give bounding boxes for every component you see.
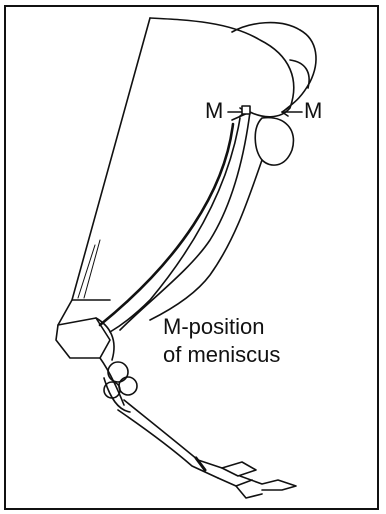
meniscus-label-left: M	[205, 100, 223, 122]
figure-caption: M-position of meniscus	[163, 313, 280, 369]
tibia-outline	[58, 18, 250, 332]
femur-drawing	[150, 18, 316, 117]
metatarsus-drawing	[118, 400, 296, 498]
hock-drawing	[56, 318, 137, 412]
caption-line-1: M-position	[163, 313, 280, 341]
caption-line-2: of meniscus	[163, 341, 280, 369]
meniscus-label-right: M	[304, 100, 322, 122]
